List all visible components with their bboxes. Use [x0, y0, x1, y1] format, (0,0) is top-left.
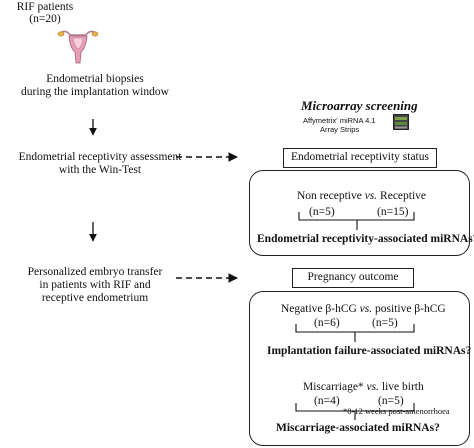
- receptivity-status-box: Endometrial receptivity status: [283, 148, 437, 168]
- transfer-label-1: Personalized embryo transfer: [27, 266, 163, 278]
- group-miscarriage: Miscarriage*: [303, 381, 367, 393]
- miscarriage-result: Miscarriage-associated miRNAs?: [276, 422, 440, 434]
- rif-patients-count: (n=20): [29, 13, 61, 25]
- assessment-label-1: Endometrial receptivity assessment: [18, 151, 182, 163]
- receptivity-result: Endometrial receptivity-associated miRNA…: [257, 233, 474, 245]
- receptivity-n-non-receptive: (n=5): [309, 206, 335, 218]
- microarray-detail-1: Affymetrix' miRNA 4.1: [303, 116, 376, 125]
- pregnancy-outcome-label: Pregnancy outcome: [307, 271, 399, 283]
- miscarriage-n-miscarriage: (n=4): [314, 395, 340, 407]
- implantation-n-negative: (n=6): [314, 317, 340, 329]
- rif-patients-label: RIF patients: [16, 1, 74, 13]
- pregnancy-outcome-box: Pregnancy outcome: [292, 268, 414, 288]
- biopsy-label-1: Endometrial biopsies: [46, 73, 144, 85]
- miscarriage-comparison: Miscarriage* vs. live birth: [303, 381, 424, 394]
- assessment-label-2: with the Win-Test: [58, 164, 142, 176]
- group-live-birth: live birth: [379, 381, 424, 393]
- uterus-icon: [56, 27, 100, 67]
- vs-label: vs.: [364, 190, 378, 202]
- transfer-label-2: in patients with RIF and: [39, 279, 151, 291]
- group-negative-hcg: Negative β-hCG: [281, 303, 360, 315]
- microarray-detail-2: Array Strips: [320, 125, 360, 134]
- group-non-receptive: Non receptive: [297, 190, 365, 202]
- implantation-comparison: Negative β-hCG vs. positive β-hCG: [281, 303, 446, 316]
- implantation-result: Implantation failure-associated miRNAs?: [267, 345, 472, 357]
- receptivity-status-label: Endometrial receptivity status: [291, 151, 429, 163]
- array-chip-icon: [393, 114, 409, 130]
- group-receptive: Receptive: [377, 190, 427, 202]
- biopsy-label-2: during the implantation window: [21, 86, 169, 98]
- vs-label: vs.: [359, 303, 373, 315]
- pregnancy-panel: [249, 291, 470, 446]
- implantation-n-positive: (n=5): [372, 317, 398, 329]
- group-positive-hcg: positive β-hCG: [372, 303, 446, 315]
- transfer-label-3: receptive endometrium: [41, 292, 149, 304]
- receptivity-comparison: Non receptive vs. Receptive: [297, 190, 426, 203]
- microarray-title: Microarray screening: [301, 98, 418, 113]
- vs-label: vs.: [366, 381, 380, 393]
- footnote: *8-12 weeks post-amenorrhoea: [342, 406, 451, 416]
- receptivity-n-receptive: (n=15): [377, 206, 409, 218]
